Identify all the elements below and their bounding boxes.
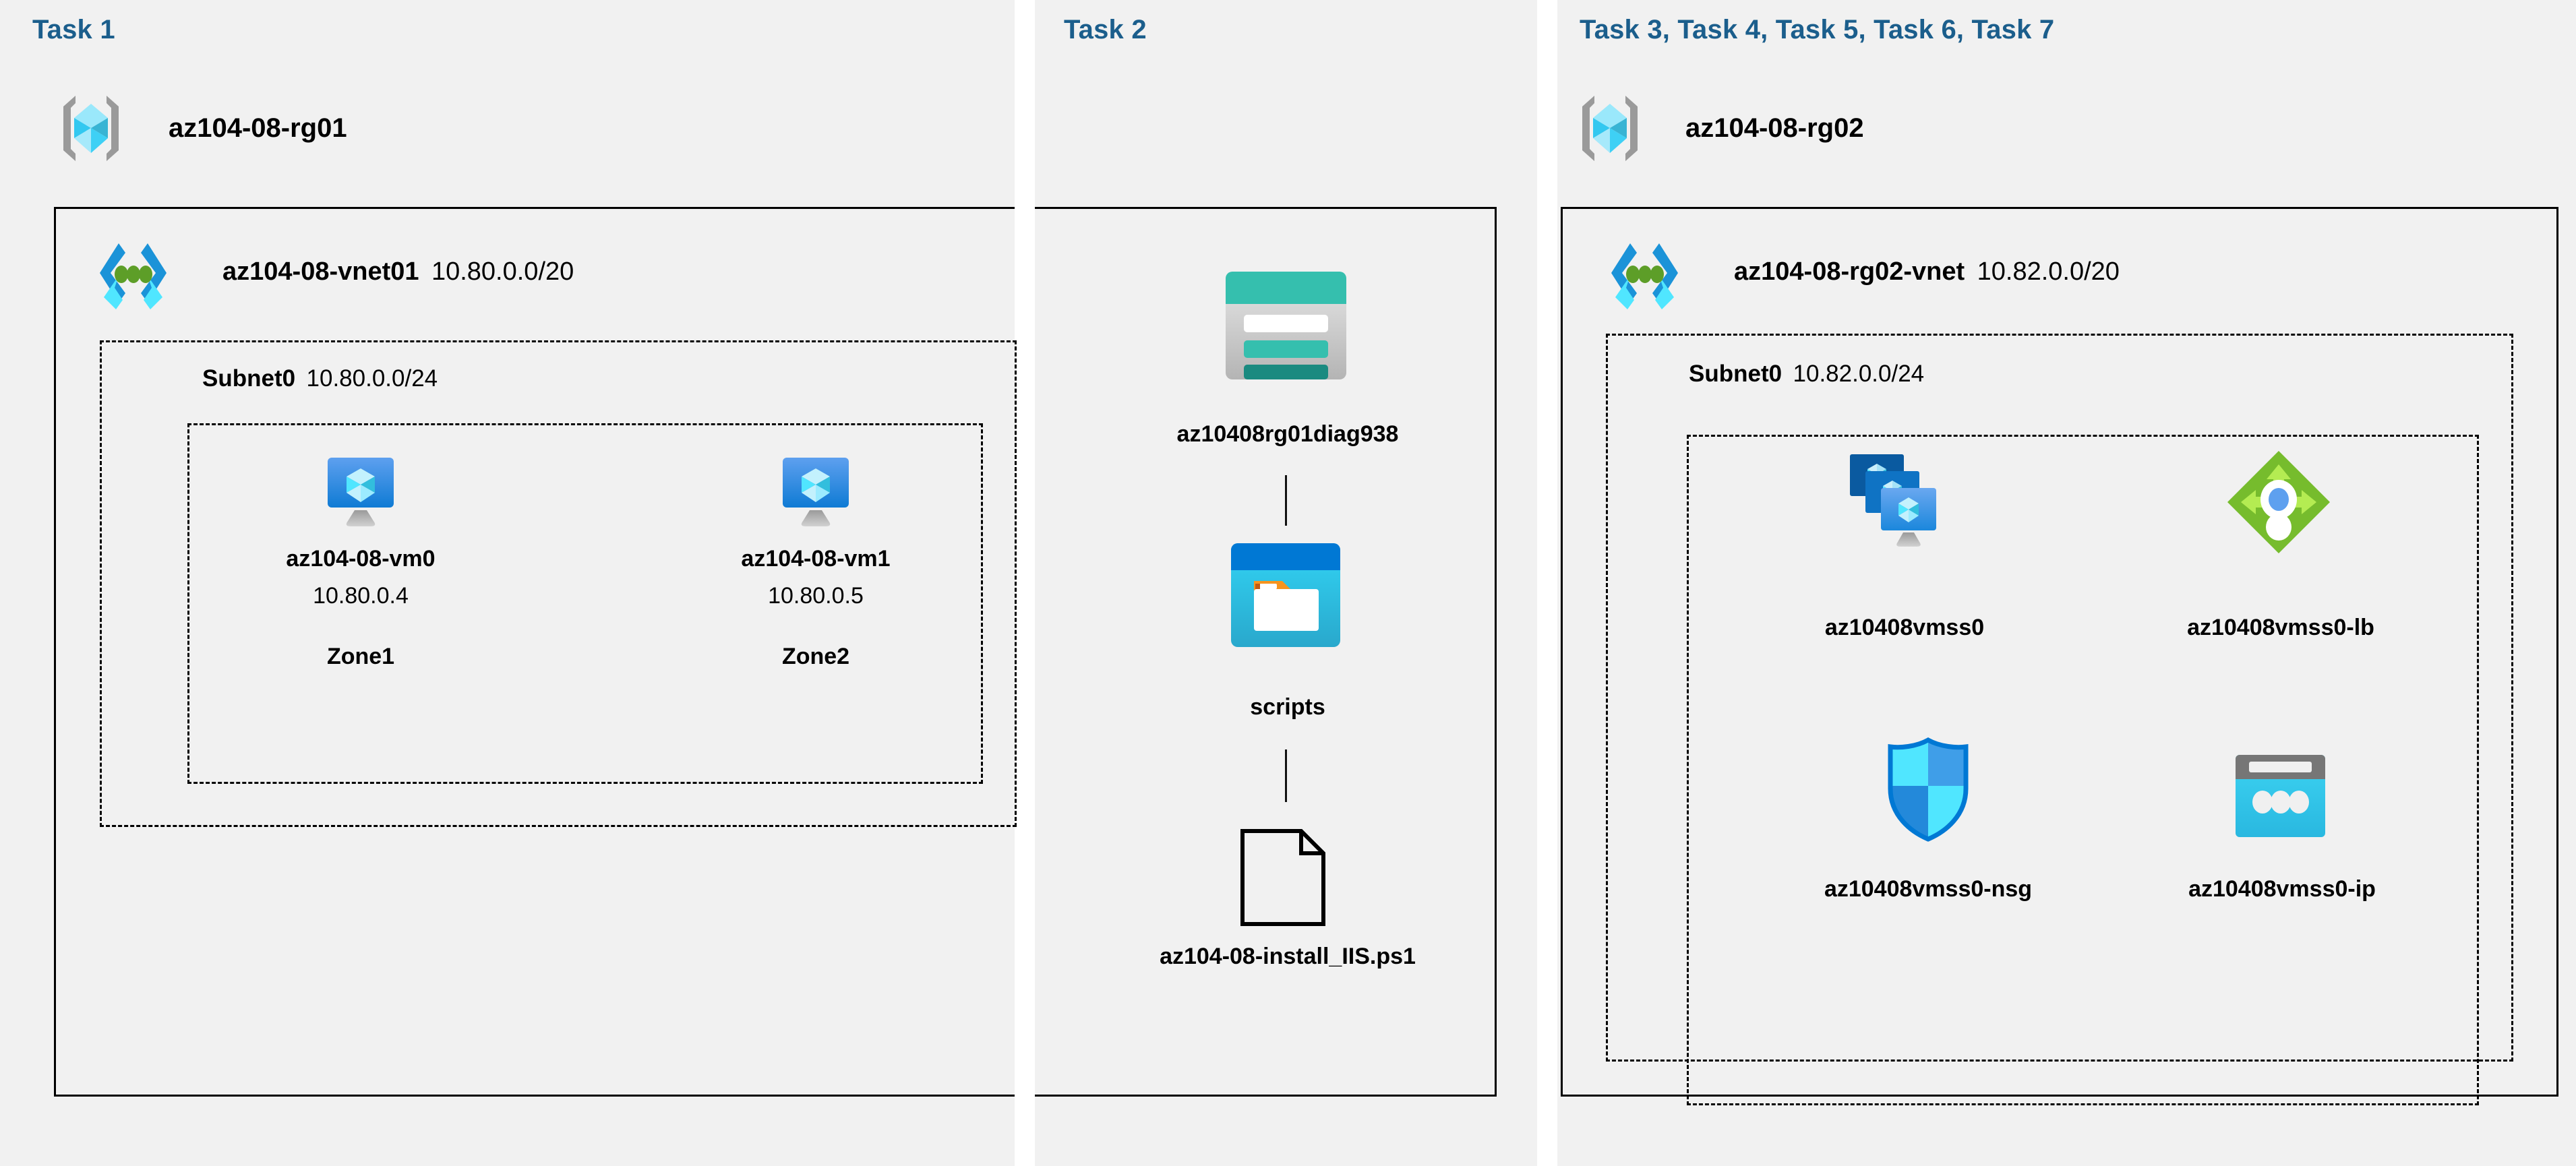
vm1-zone: Zone2 — [781, 644, 850, 669]
connector-storage-to-container — [1285, 475, 1287, 526]
vm0-ip: 10.80.0.4 — [313, 583, 409, 609]
file-icon — [1239, 828, 1330, 927]
virtual-network-icon-task1 — [94, 239, 172, 313]
resources-box-task3 — [1687, 435, 2479, 1105]
blob-container-icon — [1228, 541, 1343, 650]
subnet0-name-task1: Subnet0 — [202, 365, 296, 392]
resource-group-icon — [54, 93, 128, 164]
vm1-name: az104-08-vm1 — [741, 546, 891, 572]
resource-group-icon-rg02 — [1573, 93, 1647, 164]
virtual-machine-icon-vm0 — [324, 455, 398, 529]
resource-group-name-task3: az104-08-rg02 — [1685, 113, 1864, 143]
resource-group-name-task1: az104-08-rg01 — [169, 113, 347, 143]
connector-container-to-file — [1285, 749, 1287, 802]
subnet0-box-task3 — [1606, 334, 2513, 1062]
panel-task1 — [0, 0, 1015, 1166]
subnet0-cidr-task3: 10.82.0.0/24 — [1793, 361, 1925, 387]
load-balancer-name: az10408vmss0-lb — [2187, 615, 2374, 640]
subnet0-label-row-task1: Subnet0 10.80.0.0/24 — [202, 365, 438, 392]
public-ip-name: az10408vmss0-ip — [2188, 876, 2376, 902]
public-ip-address-icon — [2231, 754, 2329, 841]
panel-title-task3: Task 3, Task 4, Task 5, Task 6, Task 7 — [1580, 15, 2055, 44]
vnet01-cidr: 10.80.0.0/20 — [431, 257, 574, 286]
vmss-name: az10408vmss0 — [1824, 615, 1985, 640]
subnet0-label-row-task3: Subnet0 10.82.0.0/24 — [1689, 361, 1924, 388]
vm-scale-set-icon — [1847, 452, 1958, 556]
vnet01-label-row: az104-08-vnet01 10.80.0.0/20 — [222, 257, 574, 286]
vm0-name: az104-08-vm0 — [286, 546, 436, 572]
panel-title-task2: Task 2 — [1064, 15, 1147, 44]
zones-box — [187, 423, 983, 784]
load-balancer-icon — [2225, 448, 2333, 556]
panel-gap-1 — [1015, 168, 1035, 1146]
rg02-vnet-box — [1561, 207, 2558, 1097]
vnet01-box — [54, 207, 1497, 1097]
subnet0-cidr-task1: 10.80.0.0/24 — [306, 365, 438, 392]
virtual-network-icon-task3 — [1606, 239, 1683, 313]
panel-task3 — [1557, 0, 2576, 1166]
rg02-vnet-name: az104-08-rg02-vnet — [1734, 257, 1965, 286]
storage-account-name: az10408rg01diag938 — [1176, 421, 1399, 447]
subnet0-name-task3: Subnet0 — [1689, 361, 1783, 387]
subnet0-box-task1 — [100, 340, 1017, 827]
vnet01-name: az104-08-vnet01 — [222, 257, 419, 286]
file-name: az104-08-install_IIS.ps1 — [1160, 944, 1416, 969]
virtual-machine-icon-vm1 — [779, 455, 853, 529]
storage-account-icon — [1220, 266, 1352, 384]
nsg-name: az10408vmss0-nsg — [1824, 876, 2033, 902]
network-security-group-icon — [1881, 736, 1975, 844]
vm0-zone: Zone1 — [326, 644, 395, 669]
rg02-vnet-label-row: az104-08-rg02-vnet 10.82.0.0/20 — [1734, 257, 2120, 286]
panel-title-task1: Task 1 — [32, 15, 115, 44]
vm1-ip: 10.80.0.5 — [768, 583, 864, 609]
blob-container-name: scripts — [1250, 694, 1325, 720]
rg02-vnet-cidr: 10.82.0.0/20 — [1977, 257, 2120, 286]
